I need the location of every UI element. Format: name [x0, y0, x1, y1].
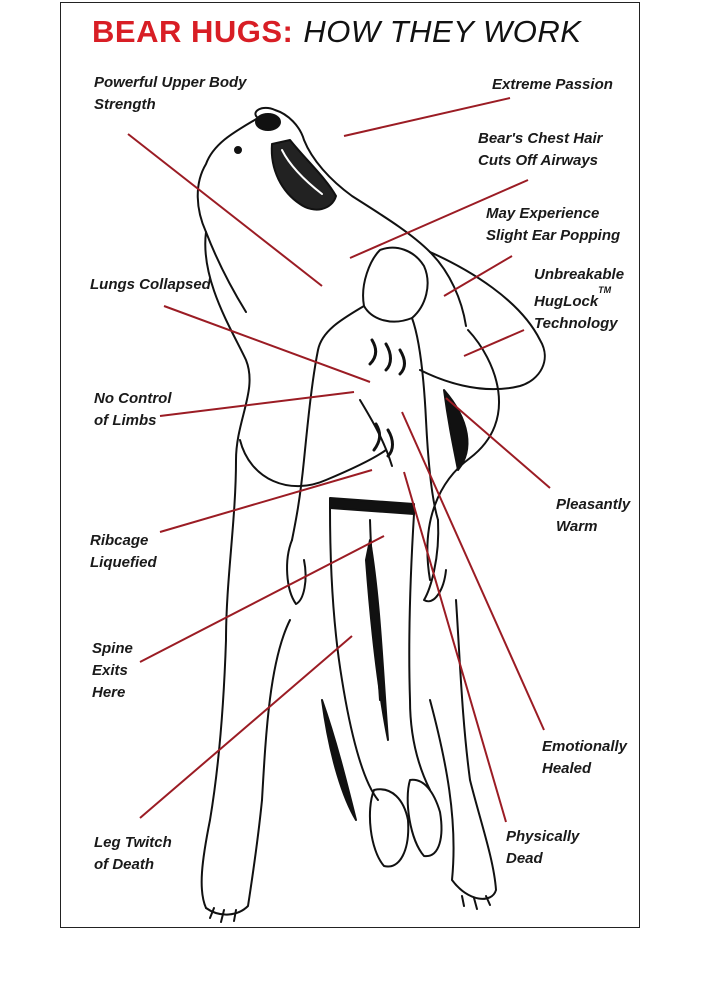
leader-spine — [139, 535, 385, 663]
label-passion: Extreme Passion — [492, 74, 613, 96]
label-leg-line1: Leg Twitch — [94, 834, 172, 851]
leader-warm — [445, 397, 551, 489]
leader-huglock — [463, 329, 525, 357]
leader-leg — [139, 635, 353, 819]
label-huglock: Unbreakable HugLockTM Technology — [534, 264, 624, 335]
label-chest-hair-line2: Cuts Off Airways — [478, 152, 599, 169]
trademark-mark: TM — [598, 285, 612, 295]
leader-ear-popping — [443, 255, 513, 297]
label-warm-line2: Warm — [556, 518, 598, 535]
label-upper-body: Powerful Upper Body Strength — [94, 72, 247, 116]
label-ribcage: Ribcage Liquefied — [90, 530, 157, 574]
label-spine-line1: Spine — [92, 640, 133, 657]
label-upper-body-line1: Powerful Upper Body — [94, 74, 247, 91]
leader-healed — [401, 411, 545, 731]
label-passion-line1: Extreme Passion — [492, 76, 613, 93]
label-dead-line2: Dead — [506, 850, 543, 867]
label-leg-line2: of Death — [94, 856, 154, 873]
label-dead: Physically Dead — [506, 826, 579, 870]
leader-passion — [343, 97, 511, 137]
leader-lungs — [163, 305, 371, 383]
label-warm: Pleasantly Warm — [556, 494, 630, 538]
label-limbs-line2: of Limbs — [94, 412, 157, 429]
label-healed-line2: Healed — [542, 760, 592, 777]
label-healed: Emotionally Healed — [542, 736, 627, 780]
label-lungs: Lungs Collapsed — [90, 274, 211, 296]
leader-limbs — [159, 391, 355, 417]
label-spine-line2: Exits — [92, 662, 128, 679]
label-huglock-line3: Technology — [534, 315, 618, 332]
leader-chest-hair — [349, 179, 529, 259]
label-ear-popping-line1: May Experience — [486, 205, 600, 222]
label-healed-line1: Emotionally — [542, 738, 628, 755]
title-black-part: HOW THEY WORK — [303, 14, 582, 49]
label-warm-line1: Pleasantly — [556, 496, 631, 513]
label-leg: Leg Twitch of Death — [94, 832, 172, 876]
label-upper-body-line2: Strength — [94, 96, 156, 113]
label-huglock-word: HugLock — [534, 293, 599, 310]
label-chest-hair-line1: Bear's Chest Hair — [478, 130, 603, 147]
leader-ribcage — [159, 469, 373, 533]
label-lungs-line1: Lungs Collapsed — [90, 276, 211, 293]
title-red-part: BEAR HUGS: — [92, 14, 294, 49]
label-huglock-line1: Unbreakable — [534, 266, 625, 283]
label-huglock-line2: HugLockTM — [534, 285, 624, 313]
label-ear-popping-line2: Slight Ear Popping — [486, 227, 621, 244]
label-spine: Spine Exits Here — [92, 638, 133, 704]
leader-lines — [127, 97, 551, 823]
label-ribcage-line2: Liquefied — [90, 554, 157, 571]
label-ribcage-line1: Ribcage — [90, 532, 149, 549]
label-limbs: No Control of Limbs — [94, 388, 171, 432]
label-dead-line1: Physically — [506, 828, 580, 845]
label-limbs-line1: No Control — [94, 390, 172, 407]
label-spine-line3: Here — [92, 684, 126, 701]
poster-title: BEAR HUGS: HOW THEY WORK — [92, 12, 581, 52]
leader-dead — [403, 471, 507, 823]
leader-upper-body — [127, 133, 323, 287]
bear-drawing — [196, 106, 546, 923]
label-chest-hair: Bear's Chest Hair Cuts Off Airways — [478, 128, 602, 172]
label-ear-popping: May Experience Slight Ear Popping — [486, 203, 620, 247]
